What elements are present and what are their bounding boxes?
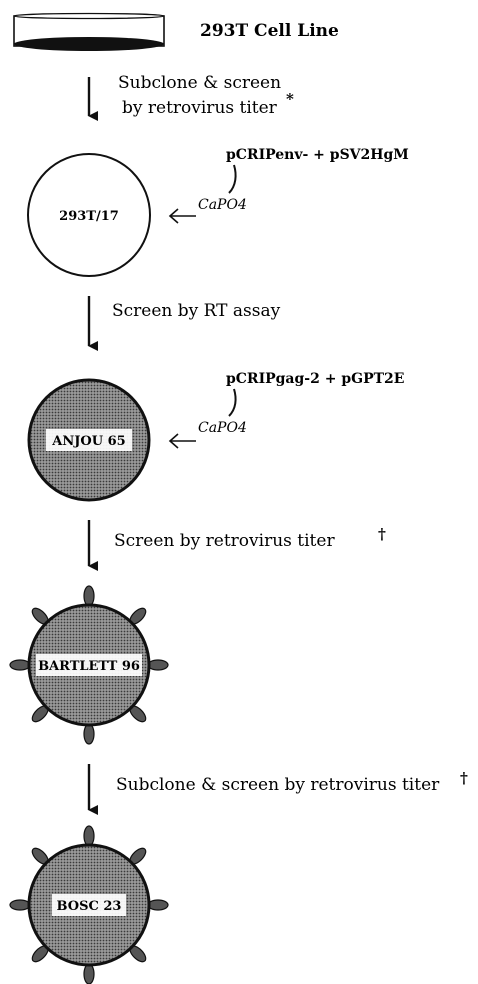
step-1-mark: * <box>286 90 294 108</box>
transfection-2-connector <box>228 388 237 417</box>
step-3-mark: † <box>378 525 386 543</box>
transfection-2-plasmids: pCRIPgag-2 + pGPT2E <box>226 371 404 387</box>
envelope-spike <box>83 825 95 847</box>
culture-dish-icon <box>13 12 165 51</box>
step-1: Subclone & screen by retrovirus titer * <box>87 73 294 121</box>
envelope-spike <box>147 899 169 911</box>
envelope-spike <box>83 963 95 984</box>
transfection-1-method: CaPO4 <box>198 197 247 213</box>
transfection-1-plasmids: pCRIPenv- + pSV2HgM <box>226 147 409 163</box>
cell-anjou-65: ANJOU 65 <box>27 378 151 502</box>
cell-293T-17-label: 293T/17 <box>59 209 119 224</box>
cell-bosc-23-label-box <box>52 894 126 916</box>
cell-bartlett-96-label-box <box>36 654 142 676</box>
step-1-line2: by retrovirus titer <box>122 98 278 118</box>
envelope-spike <box>147 659 169 671</box>
step-3-line1: Screen by retrovirus titer <box>114 531 335 551</box>
transfection-1-connector <box>228 164 237 194</box>
cell-bartlett-96-label: BARTLETT 96 <box>38 659 140 674</box>
envelope-spike <box>83 585 95 607</box>
envelope-spike <box>9 659 31 671</box>
step-4: Subclone & screen by retrovirus titer † <box>87 764 468 815</box>
cell-293T-17: 293T/17 <box>27 153 151 277</box>
transfection-2-arrow-icon <box>168 433 196 449</box>
step-1-line1: Subclone & screen <box>118 73 281 93</box>
transfection-2-method: CaPO4 <box>198 420 247 436</box>
cell-anjou-65-label: ANJOU 65 <box>51 434 125 449</box>
title: 293T Cell Line <box>200 21 339 41</box>
cell-bosc-23-label: BOSC 23 <box>57 899 122 914</box>
envelope-spikes <box>9 825 169 984</box>
step-2: Screen by RT assay <box>87 296 281 351</box>
step-3: Screen by retrovirus titer † <box>87 520 386 571</box>
step-4-line1: Subclone & screen by retrovirus titer <box>116 775 440 795</box>
step-2-line1: Screen by RT assay <box>112 301 281 321</box>
step-4-mark: † <box>460 769 468 787</box>
transfection-1: pCRIPenv- + pSV2HgM CaPO4 <box>168 147 409 224</box>
transfection-2: pCRIPgag-2 + pGPT2E CaPO4 <box>168 371 404 449</box>
transfection-1-arrow-icon <box>168 208 196 224</box>
cell-bartlett-96: BARTLETT 96 <box>9 585 169 745</box>
envelope-spike <box>9 899 31 911</box>
cell-anjou-65-label-box <box>46 429 132 451</box>
cell-bosc-23: BOSC 23 <box>9 825 169 984</box>
envelope-spike <box>83 723 95 745</box>
